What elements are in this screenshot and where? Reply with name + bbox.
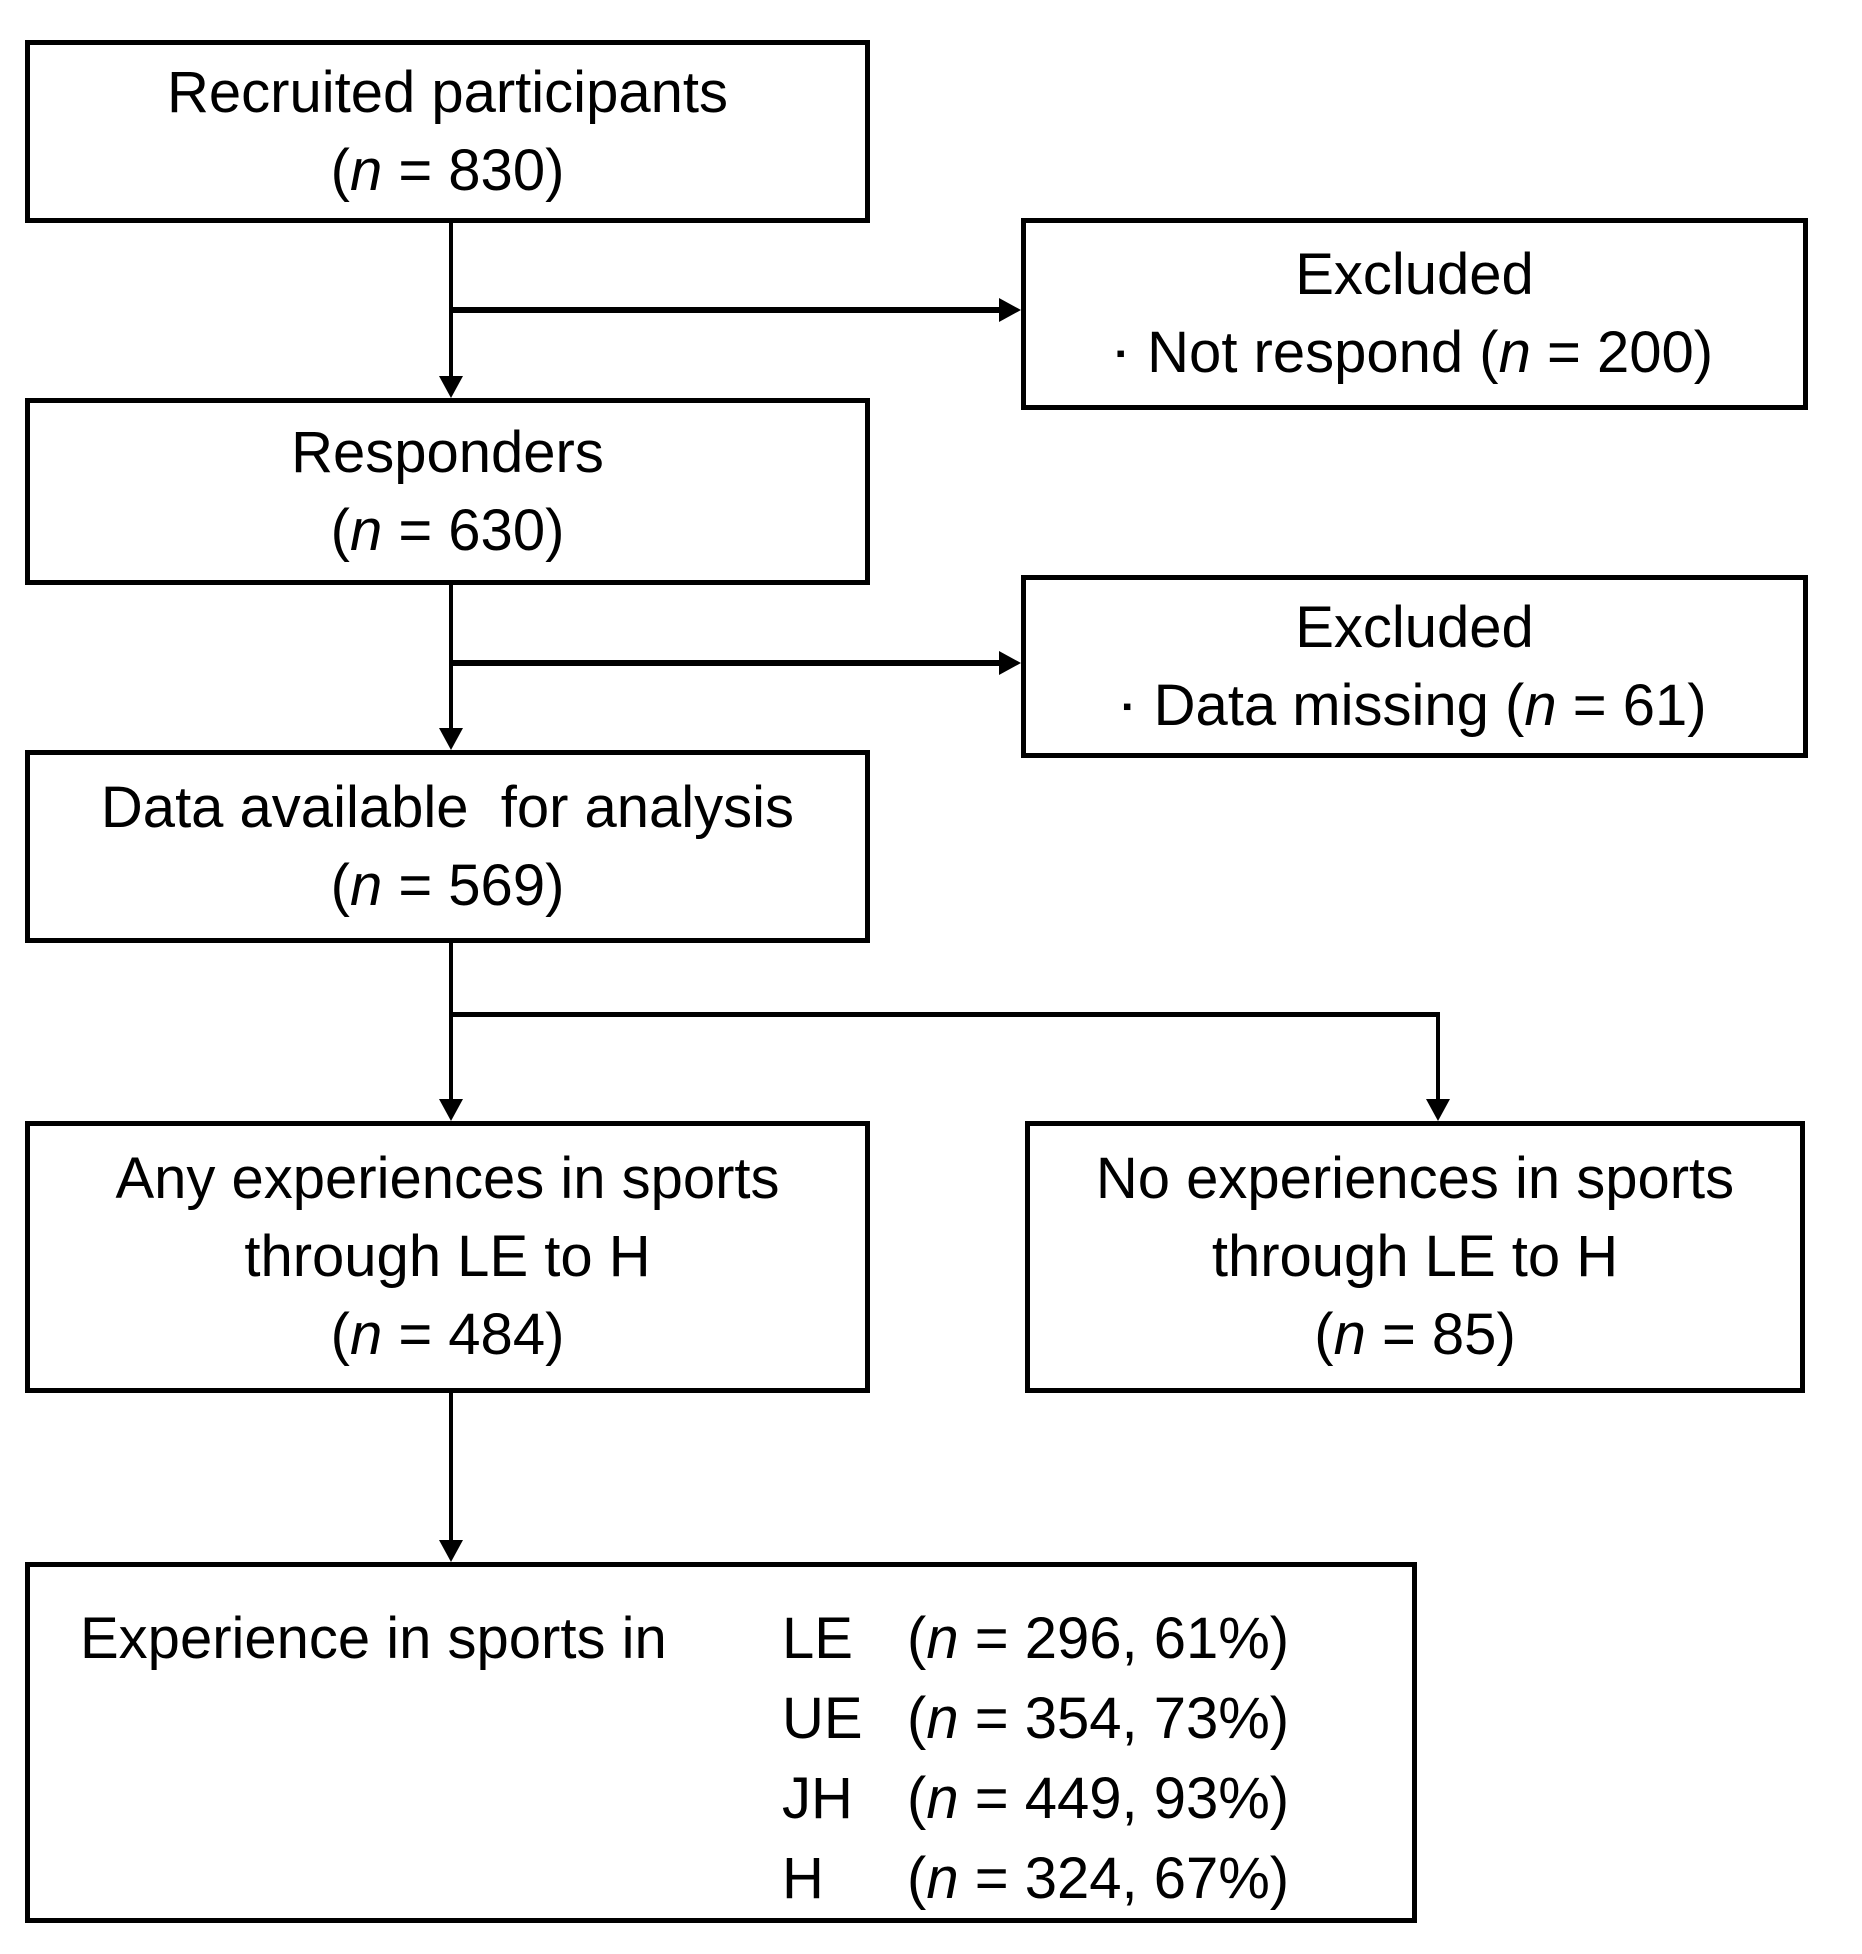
connector-split-to-no (1436, 1014, 1440, 1101)
box-experience-detail: Experience in sports in LE(n = 296, 61%)… (25, 1562, 1417, 1923)
arrowhead-down-available (439, 728, 463, 750)
excluded2-title: Excluded (1295, 594, 1534, 660)
connector-recruited-to-responders (449, 223, 453, 378)
recruited-stat: (n = 830) (330, 137, 565, 203)
excluded2-item: ▪Data missing (n = 61) (1122, 667, 1706, 745)
any-stat: (n = 484) (330, 1302, 565, 1367)
connector-responders-to-available (449, 585, 453, 730)
connector-any-to-experience (449, 1393, 453, 1542)
no-line2: through LE to H (1211, 1224, 1619, 1289)
experience-row-ue: UE(n = 354, 73%) (782, 1686, 1290, 1751)
square-bullet-icon: ▪ (1115, 338, 1126, 368)
box-responders: Responders (n = 630) (25, 398, 870, 585)
arrowhead-down-experience (439, 1540, 463, 1562)
arrowhead-right-excluded-1 (999, 298, 1021, 322)
arrowhead-down-responders (439, 376, 463, 398)
arrowhead-down-any (439, 1099, 463, 1121)
box-recruited-participants: Recruited participants (n = 830) (25, 40, 870, 223)
box-no-experiences: No experiences in sports through LE to H… (1025, 1121, 1805, 1393)
available-title: Data available for analysis (100, 774, 795, 840)
no-stat: (n = 85) (1314, 1302, 1516, 1367)
excluded1-item: ▪Not respond (n = 200) (1116, 314, 1713, 392)
box-any-experiences: Any experiences in sports through LE to … (25, 1121, 870, 1393)
experience-row-h: H(n = 324, 67%) (782, 1846, 1290, 1911)
connector-split-horizontal (451, 1012, 1440, 1017)
recruited-title: Recruited participants (167, 59, 728, 125)
arrowhead-down-no (1426, 1099, 1450, 1121)
box-excluded-not-respond: Excluded ▪Not respond (n = 200) (1021, 218, 1808, 410)
arrowhead-right-excluded-2 (999, 651, 1021, 675)
experience-rows: LE(n = 296, 61%) UE(n = 354, 73%) JH(n =… (782, 1599, 1289, 1919)
any-line2: through LE to H (244, 1224, 651, 1289)
experience-row-jh: JH(n = 449, 93%) (782, 1766, 1290, 1831)
any-line1: Any experiences in sports (115, 1146, 780, 1211)
responders-title: Responders (291, 419, 604, 485)
responders-stat: (n = 630) (330, 497, 565, 563)
no-line1: No experiences in sports (1095, 1146, 1735, 1211)
connector-available-to-any (449, 943, 453, 1101)
excluded1-title: Excluded (1295, 242, 1534, 307)
box-data-available: Data available for analysis (n = 569) (25, 750, 870, 943)
square-bullet-icon: ▪ (1122, 690, 1132, 721)
connector-branch-excluded-2 (451, 660, 1001, 666)
box-excluded-data-missing: Excluded ▪Data missing (n = 61) (1021, 575, 1808, 758)
available-stat: (n = 569) (330, 852, 565, 918)
experience-row-le: LE(n = 296, 61%) (782, 1606, 1290, 1671)
experience-label: Experience in sports in (80, 1606, 667, 1671)
connector-branch-excluded-1 (451, 307, 1001, 313)
